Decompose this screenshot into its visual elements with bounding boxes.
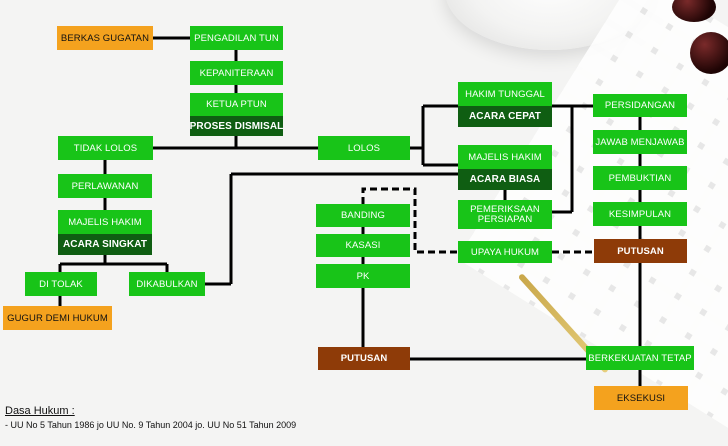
- di-tolak-box: DI TOLAK: [25, 272, 97, 296]
- pembuktian-box: PEMBUKTIAN: [593, 166, 687, 190]
- putusan-right-box: PUTUSAN: [594, 239, 687, 263]
- pengadilan-tun-box: PENGADILAN TUN: [190, 26, 283, 50]
- ketua-ptun-box: KETUA PTUN: [190, 93, 283, 116]
- acara-singkat-box: ACARA SINGKAT: [58, 234, 152, 255]
- berkas-gugatan-box: BERKAS GUGATAN: [57, 26, 153, 50]
- proses-dismisal-box: PROSES DISMISAL: [190, 116, 283, 136]
- pk-box: PK: [316, 264, 410, 288]
- berkekuatan-tetap-box: BERKEKUATAN TETAP: [586, 346, 694, 370]
- kepaniteraan-box: KEPANITERAAN: [190, 61, 283, 85]
- upaya-hukum-box: UPAYA HUKUM: [458, 241, 552, 263]
- eksekusi-box: EKSEKUSI: [594, 386, 688, 410]
- legal-basis-title: Dasa Hukum :: [5, 405, 75, 417]
- jawab-menjawab-box: JAWAB MENJAWAB: [593, 130, 687, 154]
- kasasi-box: KASASI: [316, 234, 410, 257]
- lolos-box: LOLOS: [318, 136, 410, 160]
- acara-cepat-box: ACARA CEPAT: [458, 106, 552, 127]
- hakim-tunggal-box: HAKIM TUNGGAL: [458, 82, 552, 106]
- legal-basis-text: - UU No 5 Tahun 1986 jo UU No. 9 Tahun 2…: [5, 420, 297, 430]
- tidak-lolos-box: TIDAK LOLOS: [58, 136, 153, 160]
- legal-basis: Dasa Hukum : - UU No 5 Tahun 1986 jo UU …: [5, 405, 296, 430]
- cherry-image: [690, 32, 728, 74]
- pemeriksaan-persiapan-box: PEMERIKSAAN PERSIAPAN: [458, 200, 552, 229]
- dikabulkan-box: DIKABULKAN: [129, 272, 205, 296]
- majelis-hakim-singkat-box: MAJELIS HAKIM: [58, 210, 152, 234]
- acara-biasa-box: ACARA BIASA: [458, 169, 552, 190]
- persidangan-box: PERSIDANGAN: [593, 94, 687, 117]
- putusan-left-box: PUTUSAN: [318, 347, 410, 370]
- perlawanan-box: PERLAWANAN: [58, 174, 152, 198]
- gugur-demi-hukum-box: GUGUR DEMI HUKUM: [3, 306, 112, 330]
- banding-box: BANDING: [316, 204, 410, 227]
- cherry-image: [672, 0, 716, 22]
- kesimpulan-box: KESIMPULAN: [593, 202, 687, 226]
- majelis-hakim-biasa-box: MAJELIS HAKIM: [458, 145, 552, 169]
